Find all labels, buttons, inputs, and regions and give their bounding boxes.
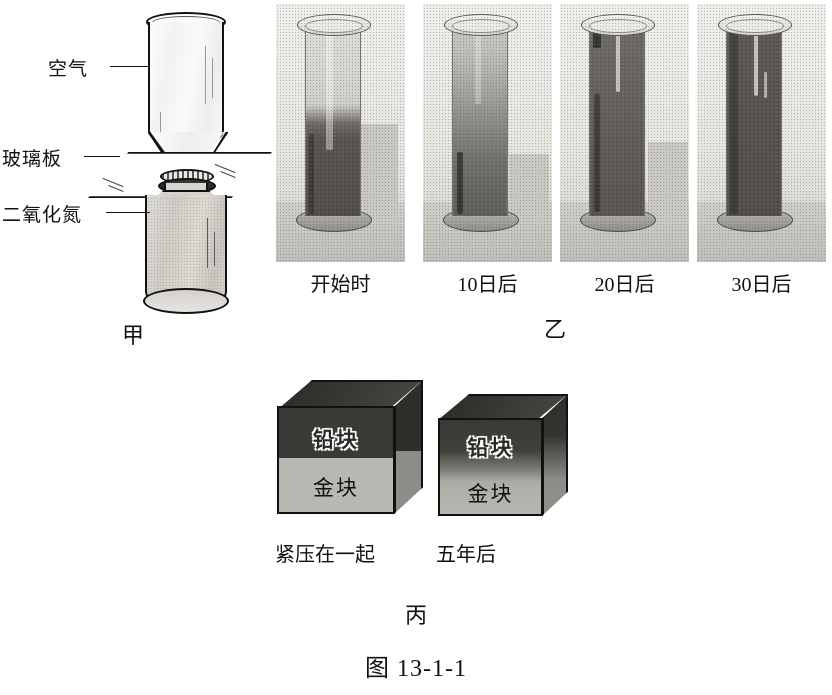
- panel-yi-photos: 开始时 10日后 20: [272, 0, 832, 360]
- cylinder-edge-dark-top-20: [593, 26, 601, 48]
- figure-caption: 图 13-1-1: [365, 656, 467, 682]
- cube-2-caption: 五年后: [436, 544, 496, 566]
- cylinder-highlight-0: [326, 30, 333, 150]
- cube-2-front: [438, 418, 543, 516]
- cylinder-highlight-30: [754, 26, 758, 96]
- lower-bottle-gloss-1: [207, 218, 208, 268]
- label-glass-plate: 玻璃板: [2, 149, 63, 170]
- cylinder-liquid-20: [589, 24, 645, 216]
- cylinder-rim-inner-20: [589, 19, 647, 33]
- cylinder-edge-dark-30: [730, 24, 738, 214]
- cube-2-lead-label: 铅块: [467, 436, 514, 460]
- photo-caption-day-20: 20日后: [594, 274, 655, 296]
- lower-bottle-base: [143, 288, 229, 314]
- cube-2-top: [438, 394, 568, 420]
- cylinder-edge-dark-0: [309, 134, 314, 214]
- cube-1-front: [277, 406, 395, 514]
- cube-2-gold-label: 金块: [467, 482, 514, 506]
- panel-bing-blocks: 铅块 金块 铅块 金块 紧压在一起 五年后: [255, 380, 585, 580]
- label-air: 空气: [48, 59, 89, 80]
- photo-shadow-0: [358, 124, 398, 220]
- photo-day-0: [276, 4, 405, 262]
- cube-2-top-outline: [438, 394, 568, 420]
- photo-caption-day-0: 开始时: [310, 274, 371, 296]
- leader-line-air: [110, 66, 150, 67]
- cylinder-highlight-10: [475, 34, 481, 104]
- photo-day-10: [423, 4, 552, 262]
- label-nitrogen-dioxide: 二氧化氮: [2, 205, 83, 226]
- cube-1-lead-label: 铅块: [313, 428, 359, 452]
- cylinder-edge-dark-20: [594, 94, 600, 212]
- leader-line-glass-plate: [84, 156, 120, 157]
- cylinder-rim-inner-10: [452, 19, 510, 33]
- cylinder-edge-dark-10: [457, 152, 463, 214]
- cylinder-rim-inner-0: [305, 19, 363, 33]
- cube-1-top: [277, 380, 423, 410]
- photo-shadow-20: [648, 142, 688, 218]
- panel-jia-apparatus: 空气 玻璃板 二氧化氮 甲: [0, 0, 272, 360]
- lower-bottle-gloss-2: [214, 232, 215, 266]
- cylinder-highlight-30b: [764, 72, 767, 98]
- photo-day-30: [697, 4, 826, 262]
- lower-bottle-gas-fill: [147, 197, 225, 305]
- panel-letter-yi: 乙: [544, 317, 567, 342]
- cube-1-side-fill: [394, 380, 423, 514]
- upper-bottle-gloss-2: [212, 58, 213, 98]
- upper-bottle-gloss-3: [160, 112, 161, 134]
- cube-1-side: [394, 380, 423, 514]
- cylinder-rim-inner-30: [726, 19, 784, 33]
- panel-letter-bing: 丙: [404, 603, 427, 628]
- photo-caption-day-10: 10日后: [457, 274, 518, 296]
- photo-shadow-10: [509, 154, 549, 218]
- leader-line-nitrogen-dioxide: [106, 212, 150, 213]
- cylinder-liquid-10: [452, 24, 508, 216]
- cube-1-caption: 紧压在一起: [275, 544, 375, 566]
- cylinder-liquid-30: [726, 24, 782, 216]
- cylinder-liquid-0: [305, 24, 361, 216]
- photo-day-20: [560, 4, 689, 262]
- cylinder-highlight-20: [616, 28, 620, 92]
- upper-bottle-gloss-1: [205, 46, 206, 104]
- panel-letter-jia: 甲: [122, 323, 145, 348]
- cube-2-side: [542, 394, 568, 516]
- photo-caption-day-30: 30日后: [731, 274, 792, 296]
- cube-1-gold-label: 金块: [313, 476, 359, 500]
